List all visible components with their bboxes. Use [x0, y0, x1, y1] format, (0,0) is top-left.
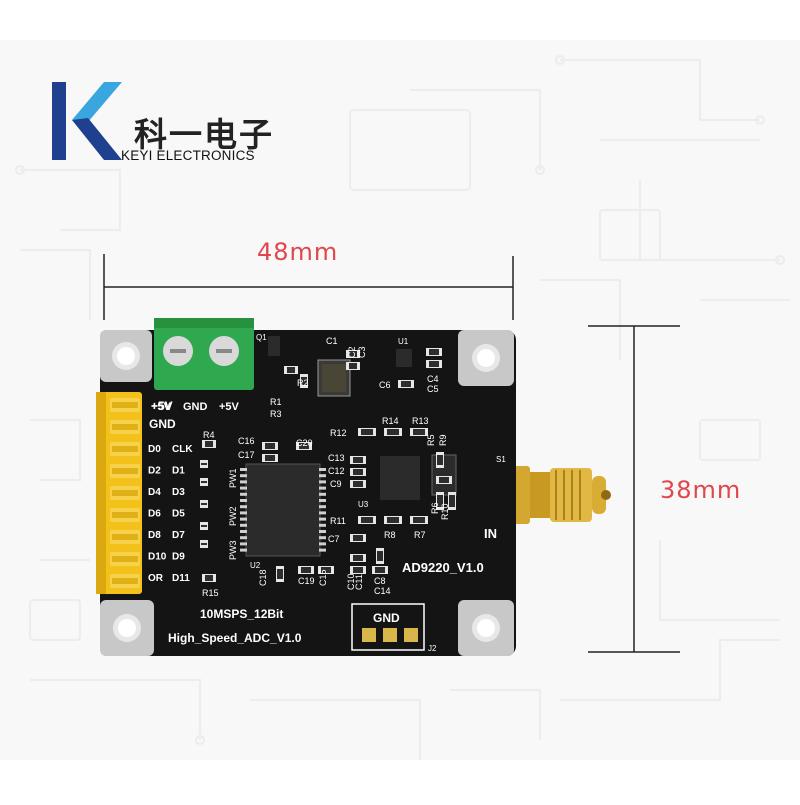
component-designator: R1	[270, 397, 282, 407]
header-label-left: D2	[148, 466, 161, 477]
component-designator: C19	[298, 576, 315, 586]
power-terminal-block	[154, 318, 254, 390]
width-dimension-label: 48mm	[257, 238, 339, 266]
header-label-right: D9	[172, 552, 185, 563]
component-designator: C16	[238, 436, 255, 446]
u3-label: U3	[358, 500, 369, 509]
brand-name-cn: 科一电子	[134, 115, 274, 154]
component-designator: C1	[326, 336, 338, 346]
component-designator: C7	[328, 534, 340, 544]
gnd-header	[351, 603, 425, 651]
pcb-board: AD9220_V1.0 10MSPS_12Bit High_Speed_ADC_…	[96, 318, 516, 656]
keyi-logo	[52, 82, 122, 160]
component-designator: C20	[296, 438, 313, 448]
component-designator: R13	[412, 416, 429, 426]
component-designator: C3	[357, 346, 367, 358]
header-label-left: GND	[149, 417, 176, 431]
ic-chips	[240, 336, 457, 557]
gnd-box-label: GND	[373, 611, 400, 625]
component-designator: C18	[258, 569, 268, 586]
pw-label: PW1	[228, 468, 238, 488]
component-designator: C10	[346, 573, 356, 590]
component-designator: R4	[203, 430, 215, 440]
component-designator: R8	[384, 530, 396, 540]
component-designator: R7	[414, 530, 426, 540]
pw-label: PW3	[228, 540, 238, 560]
input-label: IN	[484, 526, 497, 541]
header-label-left: D6	[148, 509, 161, 520]
component-designator: C17	[238, 450, 255, 460]
board-title: AD9220_V1.0	[402, 560, 484, 575]
header-label-right: D1	[172, 466, 185, 477]
component-designator: C12	[328, 466, 345, 476]
component-designator: R9	[438, 434, 448, 446]
component-designator: R5	[426, 434, 436, 446]
component-designator: C14	[374, 586, 391, 596]
board-name: High_Speed_ADC_V1.0	[168, 631, 302, 645]
header-label-right: D7	[172, 530, 185, 541]
header-label-left: D8	[148, 530, 161, 541]
height-dimension-label: 38mm	[660, 476, 742, 504]
passive-components	[200, 348, 456, 582]
component-designator: C8	[374, 576, 386, 586]
u1-label: U1	[398, 337, 409, 346]
header-label-left: OR	[148, 573, 164, 584]
header-label-right: D3	[172, 487, 185, 498]
power-label-1: +5V	[151, 401, 172, 413]
header-label-right: D5	[172, 509, 185, 520]
component-designator: C2	[347, 346, 357, 358]
component-designator: R2	[297, 378, 309, 388]
component-designator: C11	[354, 574, 364, 590]
component-designator: C9	[330, 479, 342, 489]
pw-label: PW2	[228, 506, 238, 526]
silkscreen-labels: AD9220_V1.0 10MSPS_12Bit High_Speed_ADC_…	[151, 333, 506, 653]
pin-header	[96, 392, 142, 594]
component-designator: C6	[379, 380, 391, 390]
component-designator: C13	[328, 453, 345, 463]
component-designator: R15	[202, 588, 219, 598]
dimension-lines	[103, 254, 680, 653]
component-designator: C5	[427, 384, 439, 394]
mounting-holes	[100, 330, 514, 656]
power-label-2: GND	[183, 401, 208, 413]
brand-name-en: KEYI ELECTRONICS	[121, 148, 255, 163]
header-label-left: D10	[148, 552, 167, 563]
u2-label: U2	[250, 561, 261, 570]
board-spec: 10MSPS_12Bit	[200, 607, 283, 621]
component-designator: C15	[318, 569, 328, 586]
header-label-right: D11	[172, 573, 190, 584]
s1-label: S1	[496, 455, 506, 464]
header-label-left: +5V	[151, 399, 173, 413]
component-designator: R10	[440, 503, 450, 520]
component-designator: R11	[330, 516, 346, 526]
component-designator: C4	[427, 374, 439, 384]
component-designator: R12	[330, 428, 347, 438]
header-label-left: D4	[148, 487, 161, 498]
q1-label: Q1	[256, 333, 267, 342]
j2-label: J2	[428, 644, 437, 653]
header-label-left: D0	[148, 444, 161, 455]
power-label-3: +5V	[219, 401, 240, 413]
component-designator: R6	[430, 502, 440, 514]
component-designator: R3	[270, 409, 282, 419]
component-designator: R14	[382, 416, 399, 426]
header-label-right: CLK	[172, 444, 193, 455]
